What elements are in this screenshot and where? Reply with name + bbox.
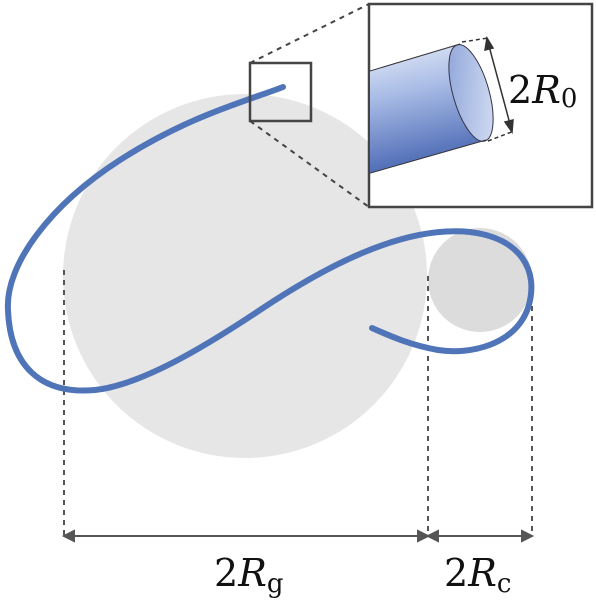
r0-label: 2R0 [508, 68, 577, 114]
zoom-connectors [249, 3, 370, 208]
contour-circle [428, 228, 532, 332]
polymer-strand [4, 84, 535, 394]
rc-label: 2Rc [444, 551, 511, 599]
tube-segment [370, 43, 494, 174]
diameter-indicator [461, 35, 515, 142]
zoom-source-box [248, 61, 313, 123]
gyration-circle [63, 94, 427, 458]
dimension-guides [63, 270, 533, 535]
dimension-arrows [61, 529, 535, 543]
rg-label: 2Rg [214, 551, 283, 599]
